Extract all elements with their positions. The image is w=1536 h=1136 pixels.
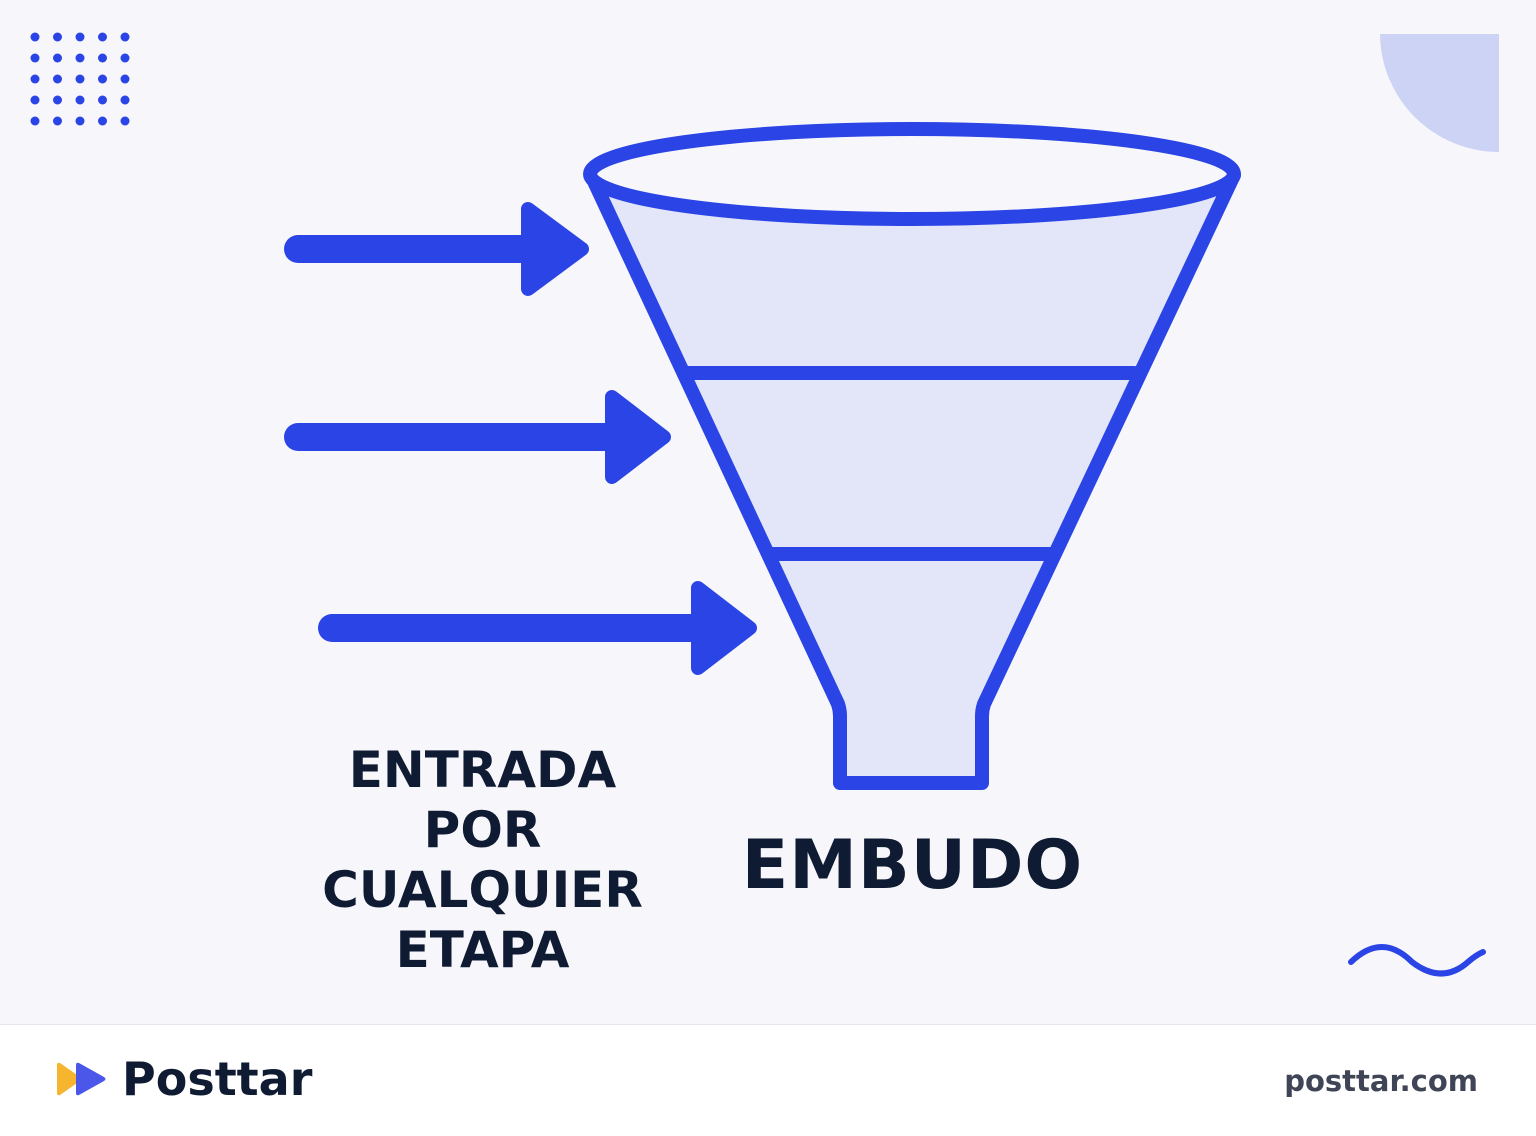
grid-dot	[53, 95, 62, 105]
entry-arrow-bottom	[318, 581, 757, 675]
grid-dot	[98, 95, 107, 105]
funnel-label: EMBUDO	[741, 826, 1084, 905]
grid-dot	[53, 116, 62, 126]
entry-label-line-4: ETAPA	[395, 921, 570, 979]
grid-dot	[30, 74, 40, 84]
entry-label-line-1: ENTRADA	[348, 741, 617, 799]
footer: Posttar posttar.com	[0, 1024, 1536, 1136]
grid-dot	[120, 95, 130, 105]
wave-squiggle-icon	[1348, 944, 1486, 977]
funnel-outline	[584, 168, 1241, 790]
entry-arrow-top	[284, 202, 589, 296]
grid-dot	[98, 116, 107, 126]
grid-dot	[120, 32, 130, 42]
entry-arrow-middle	[284, 390, 671, 484]
grid-dot	[75, 116, 85, 126]
play-arrows-logo-icon	[57, 1062, 106, 1096]
grid-dot	[53, 74, 62, 84]
grid-dot	[75, 74, 85, 84]
dot-grid-icon	[30, 32, 130, 126]
grid-dot	[30, 53, 40, 63]
grid-dot	[75, 95, 85, 105]
brand-name: Posttar	[122, 1052, 313, 1106]
funnel-stage-top	[602, 186, 1228, 373]
grid-dot	[30, 116, 40, 126]
entry-label: ENTRADA POR CUALQUIER ETAPA	[270, 740, 695, 980]
grid-dot	[30, 32, 40, 42]
grid-dot	[98, 53, 107, 63]
grid-dot	[75, 53, 85, 63]
grid-dot	[120, 74, 130, 84]
funnel-stage-middle	[686, 373, 1134, 554]
grid-dot	[75, 32, 85, 42]
entry-label-line-3: CUALQUIER	[322, 861, 643, 919]
grid-dot	[53, 32, 62, 42]
grid-dot	[30, 95, 40, 105]
funnel-spout-fill	[840, 712, 982, 783]
quarter-circle-shape	[1380, 34, 1499, 152]
funnel-rim	[583, 122, 1241, 226]
grid-dot	[53, 53, 62, 63]
grid-dot	[120, 116, 130, 126]
funnel-diagram	[30, 32, 1499, 977]
entry-label-line-2: POR	[423, 801, 542, 859]
grid-dot	[98, 32, 107, 42]
brand-url[interactable]: posttar.com	[1284, 1064, 1478, 1098]
grid-dot	[98, 74, 107, 84]
grid-dot	[120, 53, 130, 63]
